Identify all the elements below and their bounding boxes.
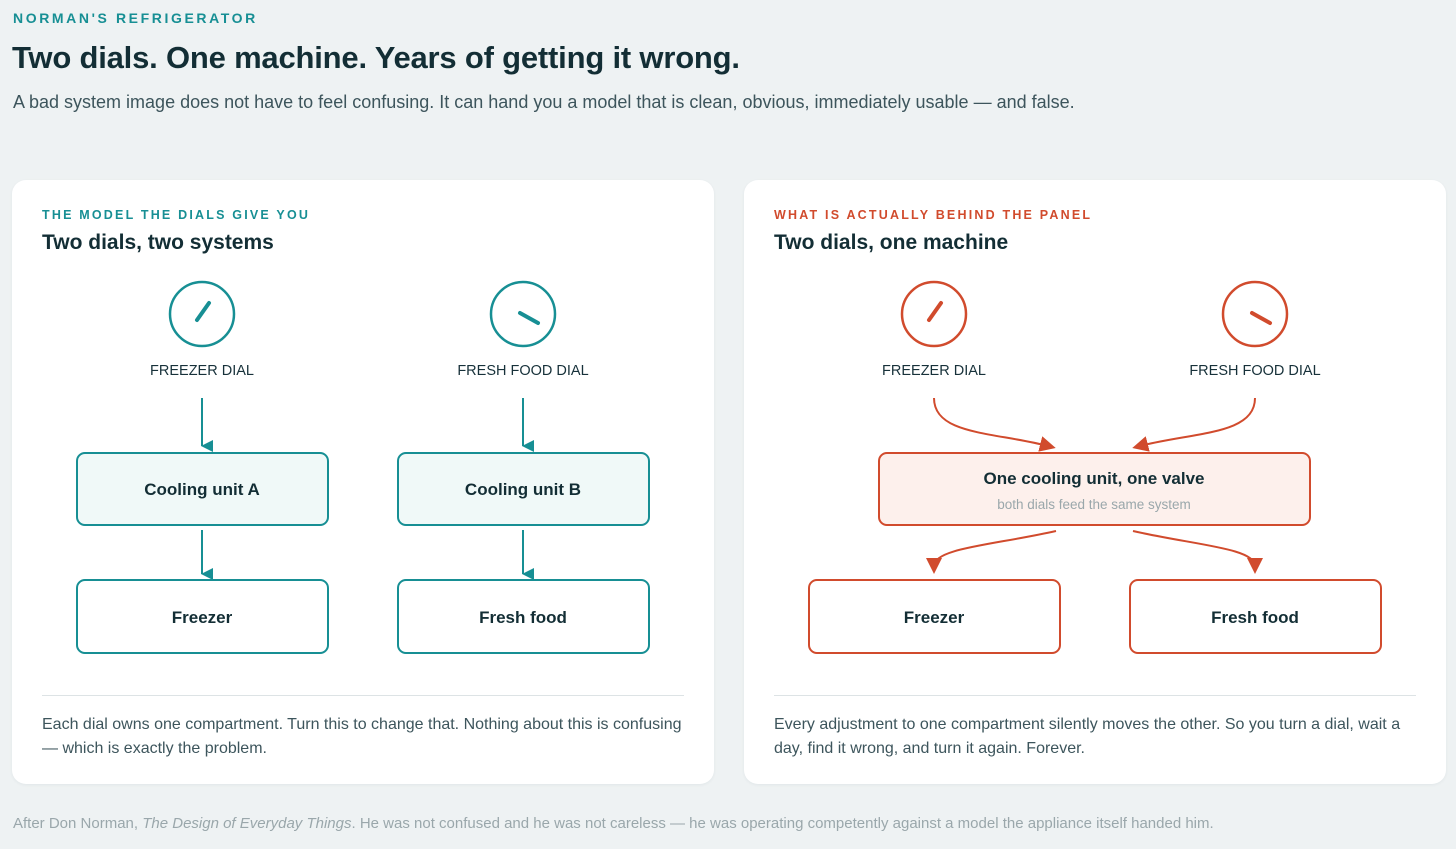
card-eyebrow: THE MODEL THE DIALS GIVE YOU: [42, 208, 311, 222]
fresh-food-dial-icon: [1221, 280, 1289, 348]
arrow-fresh-dial-to-unit: [1132, 397, 1256, 452]
card-dials-model: THE MODEL THE DIALS GIVE YOU Two dials, …: [12, 180, 714, 784]
card-caption: Every adjustment to one compartment sile…: [774, 716, 1401, 757]
arrow-unit-to-freezer: [926, 530, 1057, 574]
cooling-unit-a-label: Cooling unit A: [144, 480, 260, 499]
card-divider: [42, 695, 684, 696]
fresh-food-dial-label: FRESH FOOD DIAL: [457, 363, 588, 379]
card-title: Two dials, one machine: [774, 231, 1009, 254]
page-lede: A bad system image does not have to feel…: [13, 92, 1075, 112]
footnote-book-title: The Design of Everyday Things: [142, 815, 352, 832]
freezer-label: Freezer: [904, 608, 965, 627]
freezer-dial-icon: [168, 280, 236, 348]
two-systems-diagram: FREEZER DIAL FRESH FOOD DIAL Cooling uni…: [76, 280, 650, 654]
freezer-dial-label: FREEZER DIAL: [150, 363, 254, 379]
footnote-suffix: . He was not confused and he was not car…: [351, 815, 1214, 832]
freezer-dial-label: FREEZER DIAL: [882, 363, 986, 379]
fresh-food-dial-icon: [489, 280, 557, 348]
fresh-food-box: [397, 579, 650, 654]
one-machine-diagram: FREEZER DIAL FRESH FOOD DIAL One cooling…: [808, 280, 1382, 654]
fresh-food-label: Fresh food: [1211, 608, 1299, 627]
footnote: After Don Norman, The Design of Everyday…: [13, 815, 1214, 832]
card-actual-machine: WHAT IS ACTUALLY BEHIND THE PANEL Two di…: [744, 180, 1446, 784]
card-caption: Each dial owns one compartment. Turn thi…: [42, 716, 682, 757]
card-title: Two dials, two systems: [42, 231, 274, 254]
freezer-box: [808, 579, 1061, 654]
cooling-unit-b-label: Cooling unit B: [465, 480, 581, 499]
shared-cooling-unit-box: [878, 452, 1311, 526]
arrow-unit-to-fresh-food: [1132, 530, 1263, 574]
page-eyebrow: NORMAN'S REFRIGERATOR: [13, 10, 258, 26]
shared-cooling-unit-label: One cooling unit, one valve: [983, 469, 1204, 488]
fresh-food-label: Fresh food: [479, 608, 567, 627]
cooling-unit-b-box: [397, 452, 650, 526]
card-divider: [774, 695, 1416, 696]
freezer-dial-icon: [900, 280, 968, 348]
shared-cooling-unit-sub: both dials feed the same system: [997, 497, 1191, 512]
card-eyebrow: WHAT IS ACTUALLY BEHIND THE PANEL: [774, 208, 1093, 222]
cooling-unit-a-box: [76, 452, 329, 526]
fresh-food-box: [1129, 579, 1382, 654]
page-title: Two dials. One machine. Years of getting…: [12, 40, 740, 75]
freezer-label: Freezer: [172, 608, 233, 627]
freezer-box: [76, 579, 329, 654]
footnote-prefix: After Don Norman,: [13, 815, 143, 832]
fresh-food-dial-label: FRESH FOOD DIAL: [1189, 363, 1320, 379]
arrow-freezer-dial-to-unit: [933, 397, 1056, 452]
